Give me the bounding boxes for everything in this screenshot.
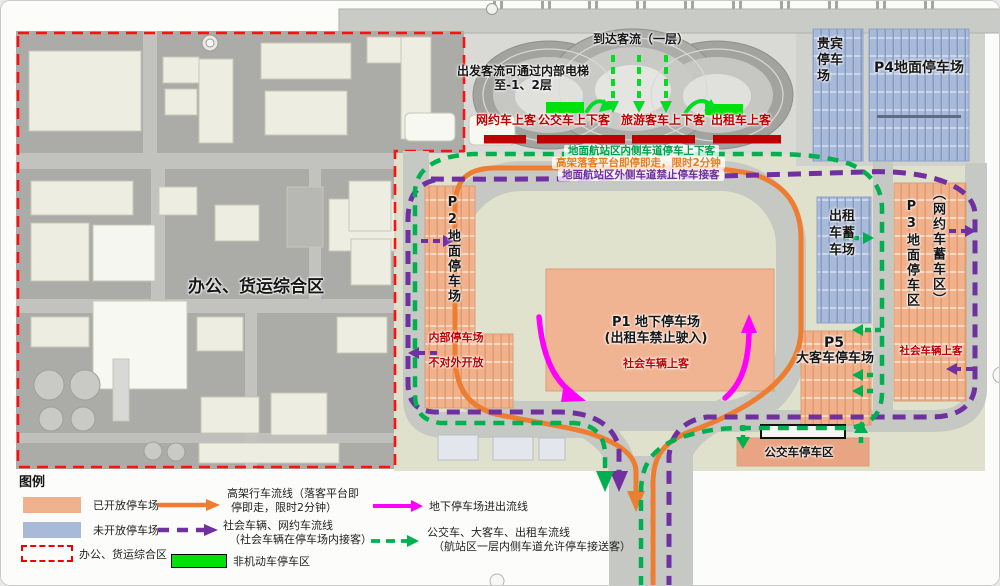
curb-taxi-label: 出租车上客 (710, 113, 771, 127)
legend-bus-taxi-flow-arrow (371, 535, 419, 547)
outer-lane-rule: 地面航站区外侧车道禁止停车接客 (558, 169, 724, 181)
p4-label: P4地面停车场 (873, 60, 964, 76)
non-motor-parking-bars (546, 102, 743, 115)
flow-social-purple (405, 169, 978, 585)
elevated-lane-rule: 高架落客平台即停即走，限时2分钟 (552, 157, 725, 169)
legend-office-area-swatch (21, 545, 73, 562)
p2-note: 内部停车场 不对外开放 (413, 319, 499, 382)
legend-elevated-flow-label2: 停即走，限时2分钟） (231, 501, 337, 514)
p3-sublabel: （网约车蓄车区） (929, 187, 945, 307)
legend-closed-lot-swatch (23, 522, 81, 538)
p1-lot (545, 268, 775, 392)
legend-social-flow-label1: 社会车辆、网约车流线 (223, 519, 333, 532)
p1-pickup-label: 社会车辆上客 (623, 357, 689, 370)
office-freight-area (16, 31, 464, 469)
office-area-label: 办公、货运综合区 (188, 277, 324, 297)
bus-zone-label: 公交车停车区 (764, 445, 834, 459)
right-handle (992, 366, 999, 384)
legend-closed-lot-label: 未开放停车场 (93, 524, 159, 537)
p1-title: P1 地下停车场 (611, 315, 701, 330)
p5-label: P5 (823, 335, 844, 351)
legend-office-area-label: 办公、货运综合区 (79, 548, 167, 561)
p2-label: P2地面停车场 (444, 195, 460, 304)
legend-elevated-flow-arrow (158, 499, 220, 511)
p1-subtitle: (出租车禁止驶入) (604, 331, 708, 346)
inner-lane-rule: 地面航站区内侧车道停车上下客 (564, 145, 719, 157)
bus-parking-lot (736, 437, 870, 467)
elevated-road-band (338, 1, 999, 34)
curb-ride-hail-label: 网约车上客 (475, 113, 536, 127)
legend-elevated-flow-label1: 高架行车流线（落客平台即 (227, 487, 359, 500)
legend-bus-taxi-flow-label1: 公交车、大客车、出租车流线 (427, 526, 570, 539)
legend-bus-taxi-flow-label2: （航站区一层内侧车道允许停车接送客） (433, 540, 631, 553)
p2-note-line2: 不对外开放 (428, 355, 484, 369)
p3-label: P3地面停车区 (903, 199, 919, 308)
legend-non-motor-label: 非机动车停车区 (233, 555, 310, 568)
vip-lot (812, 28, 864, 162)
legend-open-lot-label: 已开放停车场 (93, 499, 159, 512)
curb-bus-label: 公交车上下客 (537, 113, 610, 127)
curb-platforms (484, 135, 781, 144)
parking-lots (424, 28, 970, 467)
vip-lot-label: 贵宾停车场 (817, 37, 844, 84)
facility-blocks (437, 434, 566, 461)
taxi-pool-label: 出租车蓄车场 (829, 209, 856, 258)
legend-non-motor-swatch (171, 554, 227, 568)
p2-lot (424, 185, 476, 335)
taxi-pool-lot (816, 196, 872, 324)
legend-social-flow-arrow (158, 524, 218, 536)
legend-open-lot-swatch (23, 497, 81, 513)
storage-tanks (33, 369, 186, 462)
flow-bus-taxi-green (412, 151, 885, 585)
flow-underground-magenta (536, 314, 757, 402)
departure-note-label: 出发客流可通过内部电梯至-1、2层 (456, 64, 589, 92)
bottom-handle (489, 573, 505, 585)
p5-sublabel: 大客车停车场 (795, 351, 874, 366)
p4-lot (868, 28, 970, 162)
office-area-boundary (16, 31, 466, 469)
p2-note-line1: 内部停车场 (428, 330, 484, 344)
curb-tour-bus-label: 旅游客车上下客 (620, 113, 705, 127)
legend-underground-flow-label: 地下停车场进出流线 (429, 500, 528, 513)
roundabout-marker (486, 3, 498, 15)
legend-underground-flow-arrow (373, 500, 423, 512)
p3-pickup-label: 社会车辆上客 (899, 345, 963, 357)
arrival-flow-label: 到达客流（一层） (592, 32, 689, 46)
legend-social-flow-label2: （社会车辆在停车场内接客） (229, 533, 372, 546)
office-buildings (28, 34, 456, 464)
legend-title: 图例 (19, 475, 46, 490)
arrival-flow-arrows (584, 55, 717, 116)
